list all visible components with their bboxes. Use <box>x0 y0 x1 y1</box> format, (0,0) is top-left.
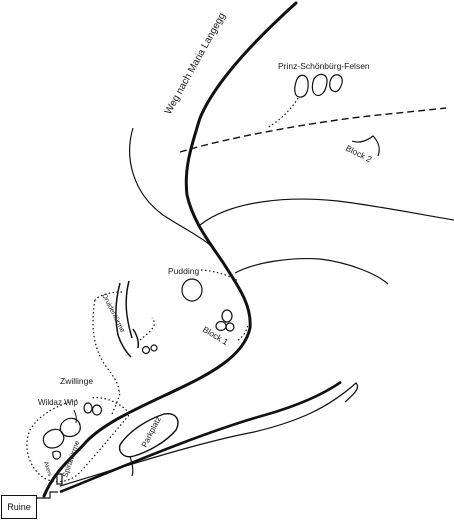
druiden-rock-3 <box>132 328 139 349</box>
prinz-label: Prinz-Schönbürg-Felsen <box>278 61 370 71</box>
block1-rock-1 <box>221 309 233 323</box>
main-road <box>42 1 298 498</box>
stream-branch <box>234 258 389 285</box>
druiden-rock-4 <box>141 345 151 355</box>
spiral-rock-1 <box>42 428 65 449</box>
druiden-boundary <box>92 291 155 393</box>
prinz-trail <box>266 97 299 129</box>
block2-label: Block 2 <box>344 143 374 165</box>
ruine-label: Ruine <box>7 502 31 512</box>
pudding-trail <box>200 269 239 282</box>
wildaz-pointer <box>73 409 77 424</box>
prinz-rock-1 <box>294 74 309 98</box>
zwillinge-trail <box>111 391 121 415</box>
dashed-track <box>179 107 447 153</box>
block1-rock-3 <box>225 322 235 332</box>
stream-left <box>129 127 211 246</box>
block2-rock <box>351 135 380 157</box>
road-label: Weg nach Maria Langegg <box>163 11 228 116</box>
druiden-rock-2 <box>125 280 133 339</box>
block1-rock-2 <box>215 320 227 332</box>
prinz-rock-3 <box>329 74 343 93</box>
akers-marker <box>56 473 63 485</box>
parkplatz-access <box>129 455 134 477</box>
prinz-rock-2 <box>311 73 328 97</box>
spiral-rock-3 <box>52 450 62 460</box>
lower-road-2 <box>59 382 359 487</box>
druiden-rock-5 <box>150 344 158 352</box>
spiraltuerme-label: Spiraltürme <box>60 439 81 478</box>
lower-road-1 <box>59 380 342 494</box>
zwillinge-label: Zwillinge <box>60 376 93 386</box>
zwillinge-rock-2 <box>91 404 103 416</box>
parkplatz-area <box>118 413 179 458</box>
spiral-rock-2 <box>59 417 81 438</box>
ruine-box: Ruine <box>1 495 37 519</box>
zwillinge-rock-1 <box>83 402 93 414</box>
ruine-connector <box>37 491 58 499</box>
wildaz-label: Wildaz Wip <box>38 398 79 407</box>
akers-label: Akers <box>42 461 52 477</box>
pudding-rock <box>181 278 203 302</box>
stream-right <box>199 198 454 226</box>
pudding-label: Pudding <box>168 266 199 276</box>
druiden-rock-1 <box>115 282 132 358</box>
spiral-boundary <box>26 397 131 483</box>
druidentuerme-label: Druidentürme <box>100 293 126 334</box>
